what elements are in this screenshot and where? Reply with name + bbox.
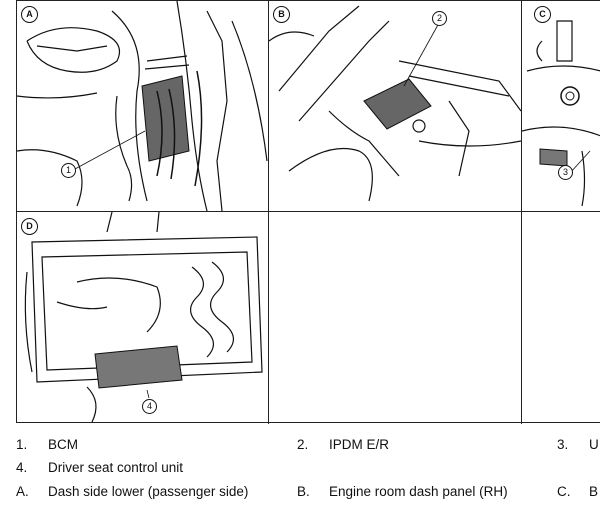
view-letter-b: B: [273, 6, 290, 23]
panel-empty: [269, 212, 521, 423]
callout-2: 2: [432, 11, 447, 26]
legend-view-b: Engine room dash panel (RH): [329, 484, 508, 499]
legend-num: C.: [557, 484, 571, 499]
legend: 1. BCM 2. IPDM E/R 3. U 4. Driver seat c…: [0, 433, 600, 508]
legend-part-4: Driver seat control unit: [48, 460, 184, 475]
panel-b: B 2: [269, 1, 521, 211]
legend-num: 2.: [297, 437, 309, 452]
panel-divider: [268, 1, 269, 424]
legend-part-1: BCM: [48, 437, 78, 452]
panel-c-drawing: [522, 20, 600, 207]
panel-d: D 4: [17, 212, 268, 423]
legend-part-2: IPDM E/R: [329, 437, 390, 452]
view-letter-c: C: [534, 6, 551, 23]
legend-num: 3.: [557, 437, 569, 452]
legend-view-a: Dash side lower (passenger side): [48, 484, 249, 499]
callout-3: 3: [558, 165, 573, 180]
panel-empty: [522, 212, 600, 423]
view-letter-d: D: [21, 218, 38, 235]
legend-view-c: B: [589, 484, 599, 499]
panel-divider: [17, 211, 600, 212]
panel-d-drawing: [24, 212, 263, 423]
callout-1: 1: [61, 163, 76, 178]
component-location-figure: A 1 B 2: [16, 0, 600, 424]
legend-num: A.: [16, 484, 29, 499]
callout-4: 4: [142, 399, 157, 414]
panel-a: A 1: [17, 1, 268, 211]
view-letter-a: A: [21, 6, 38, 23]
legend-num: B.: [297, 484, 310, 499]
panel-c: C 3: [522, 1, 600, 211]
panel-a-drawing: [17, 1, 268, 211]
legend-num: 4.: [16, 460, 28, 475]
legend-part-3: U: [589, 437, 599, 452]
legend-num: 1.: [16, 437, 28, 452]
panel-divider: [521, 1, 522, 424]
panel-b-drawing: [269, 5, 521, 202]
